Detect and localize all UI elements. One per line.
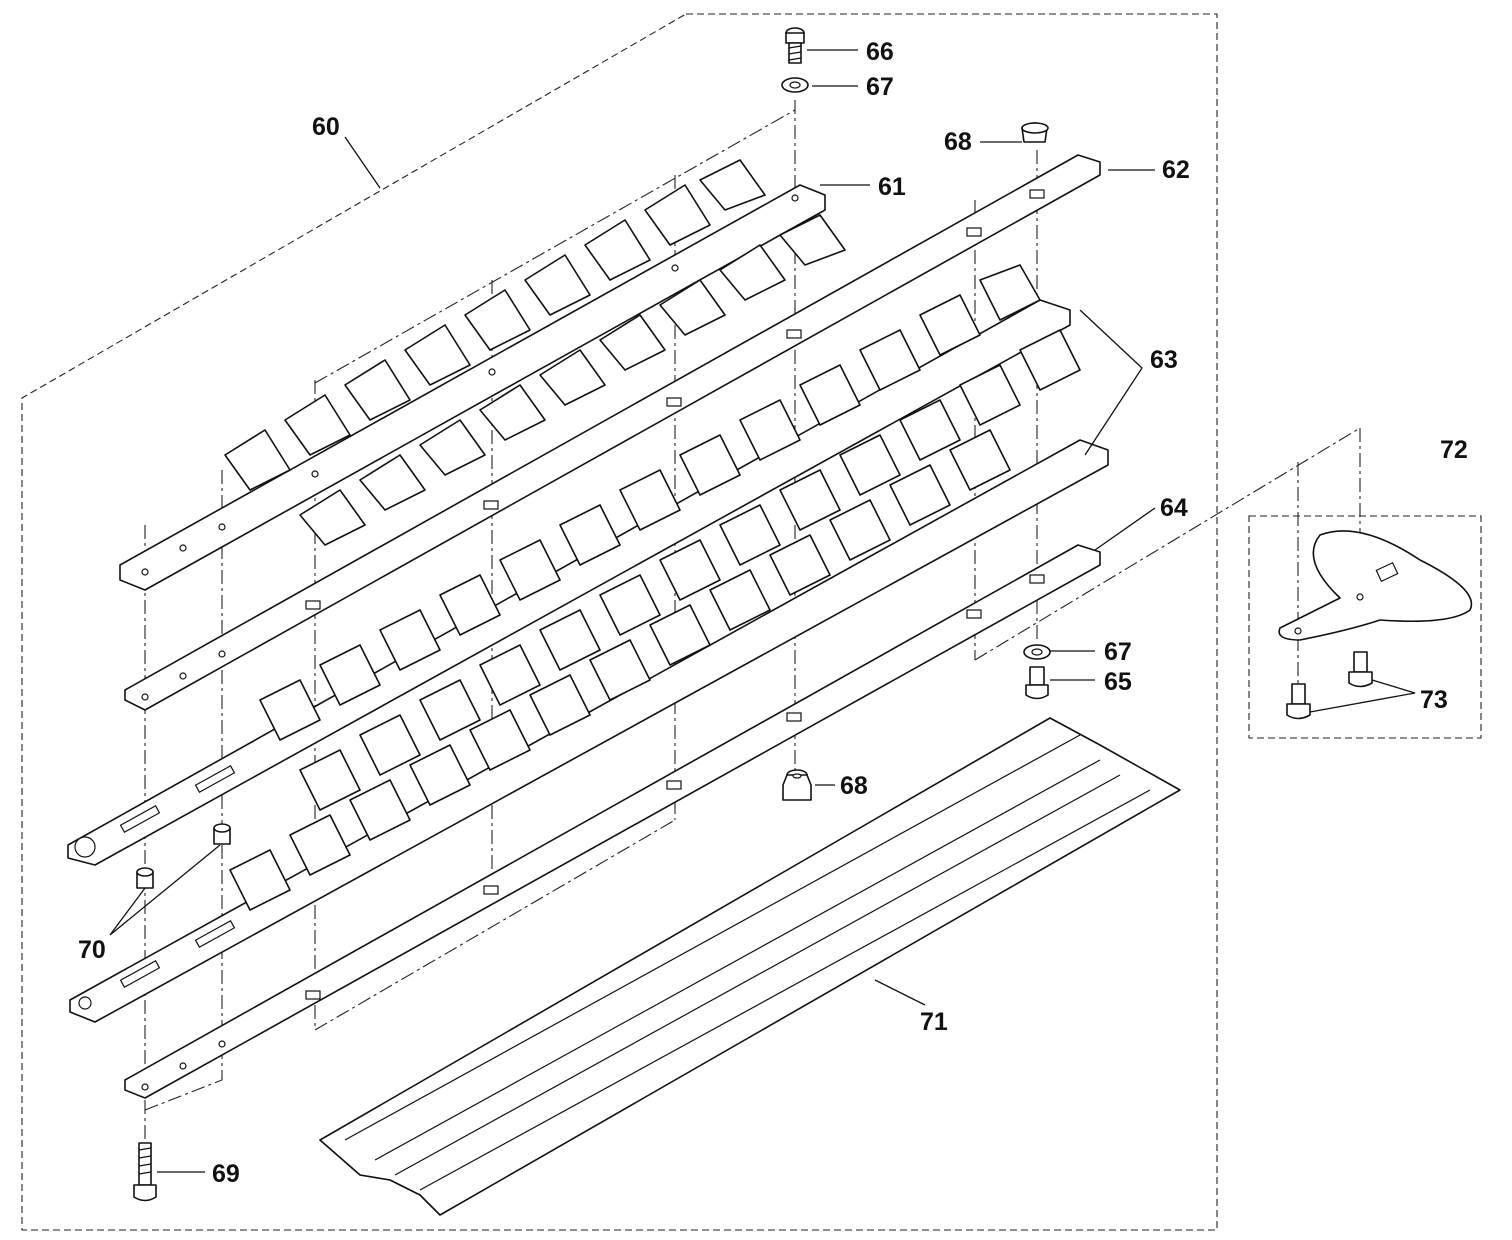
- screw-66: [785, 27, 805, 64]
- callout-66: 66: [866, 38, 894, 66]
- leader-lines: [109, 49, 1416, 1173]
- callout-67-top: 67: [866, 73, 894, 101]
- callout-60: 60: [312, 113, 340, 141]
- screw-73-b: [1348, 651, 1373, 688]
- callout-68-top: 68: [944, 128, 972, 156]
- screw-69: [133, 1142, 157, 1202]
- cap-68-top: [1021, 122, 1049, 143]
- spacer-70-b: [213, 823, 231, 845]
- callout-labels: 60 61 62 63 64 65 66 67 67 68 68 69 70 7…: [78, 38, 1468, 1188]
- nut-68-bottom: [782, 769, 812, 801]
- screw-65: [1025, 666, 1049, 700]
- callout-72: 72: [1440, 436, 1468, 464]
- callout-70: 70: [78, 936, 106, 964]
- washer-67-bottom: [1023, 644, 1051, 660]
- callout-62: 62: [1162, 156, 1190, 184]
- guide-bar-62: [124, 154, 1101, 711]
- callout-69: 69: [212, 1160, 240, 1188]
- upper-blade-61: [119, 159, 846, 591]
- assembly-group-60-boundary: [21, 13, 1218, 1231]
- callout-64: 64: [1160, 494, 1188, 522]
- callout-63: 63: [1150, 346, 1178, 374]
- washer-67-top: [781, 77, 809, 93]
- assembly-group-72-boundary: [1248, 515, 1482, 739]
- callout-61: 61: [878, 173, 906, 201]
- callout-68-bottom: 68: [840, 772, 868, 800]
- blade-guard-71: [319, 717, 1181, 1216]
- callout-73: 73: [1420, 686, 1448, 714]
- screw-73-a: [1286, 683, 1311, 720]
- spacer-70-a: [136, 867, 154, 889]
- callout-71: 71: [920, 1008, 948, 1036]
- callout-65: 65: [1104, 668, 1132, 696]
- guide-bar-64: [124, 544, 1101, 1099]
- callout-67-bottom: 67: [1104, 638, 1132, 666]
- cutter-blade-63-lower: [69, 429, 1109, 1023]
- cover-plate-72: [1278, 530, 1473, 641]
- cutter-blade-63-upper: [67, 264, 1081, 866]
